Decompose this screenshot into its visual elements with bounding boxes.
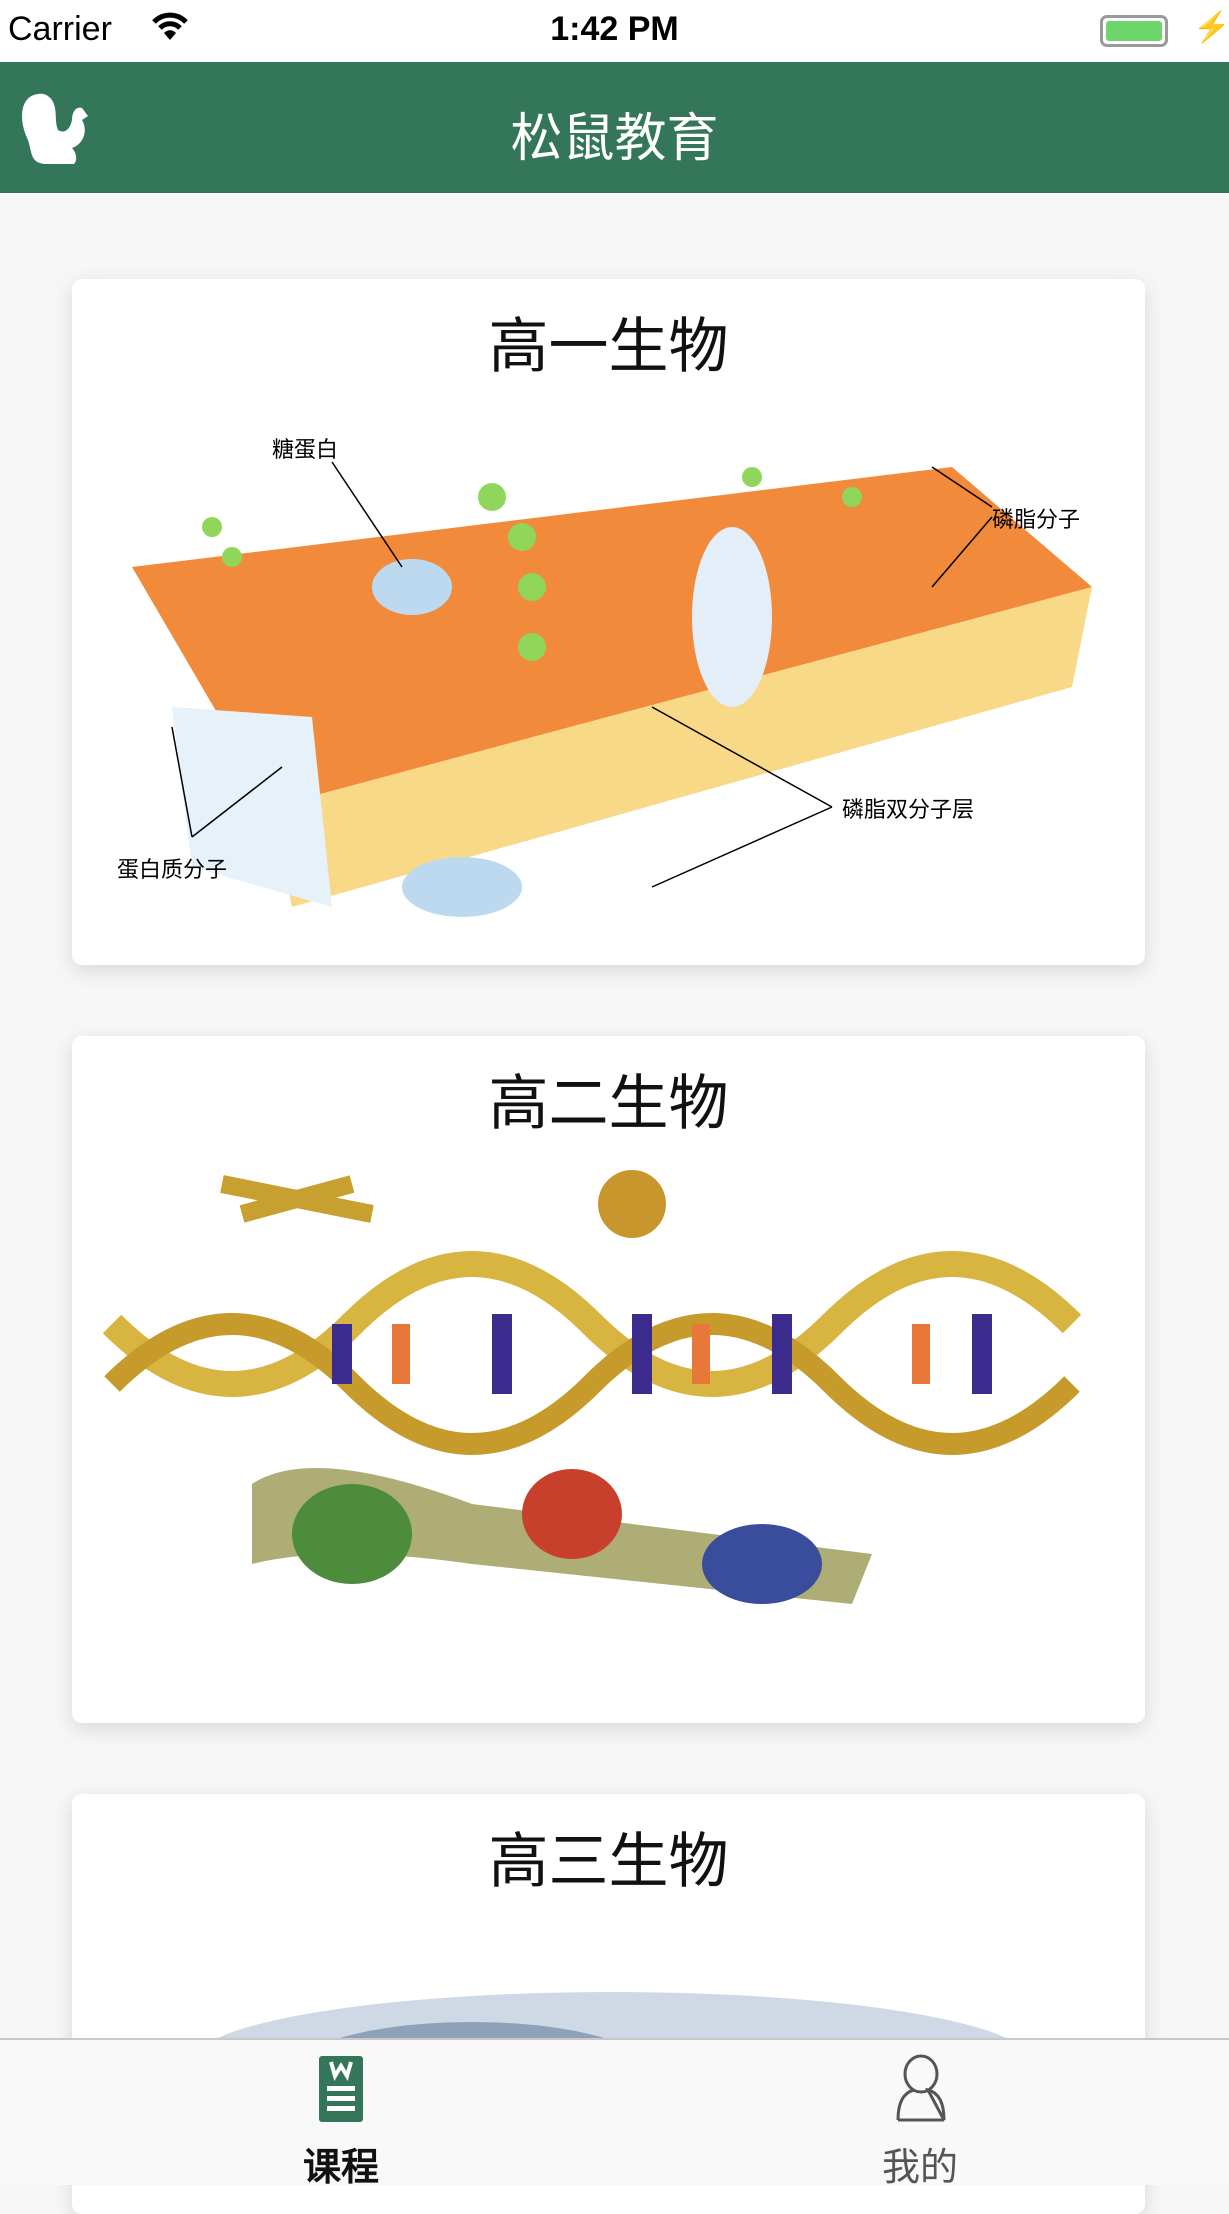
tab-me[interactable]: 我的 xyxy=(820,2040,1020,2189)
app-title: 松鼠教育 xyxy=(510,109,719,169)
tab-bar: 课程 我的 xyxy=(0,2038,1229,2189)
course-title: 高三生物 xyxy=(488,1827,729,1897)
battery-icon xyxy=(1100,15,1168,47)
tab-label: 我的 xyxy=(881,2145,958,2189)
label-glycoprotein: 糖蛋白 xyxy=(272,438,338,463)
dna-image xyxy=(102,1170,1082,1604)
tab-label: 课程 xyxy=(302,2145,379,2189)
squirrel-icon xyxy=(22,93,89,164)
label-protein: 蛋白质分子 xyxy=(117,858,227,883)
tab-courses[interactable]: 课程 xyxy=(241,2040,441,2189)
course-document-icon xyxy=(319,2056,363,2122)
wifi-icon xyxy=(152,12,188,40)
course-title: 高二生物 xyxy=(488,1069,729,1139)
label-phospholipid: 磷脂分子 xyxy=(992,508,1080,533)
clock: 1:42 PM xyxy=(550,10,679,48)
carrier-label: Carrier xyxy=(8,10,112,48)
course-title: 高一生物 xyxy=(488,312,729,382)
charging-icon: ⚡ xyxy=(1193,11,1229,44)
person-icon xyxy=(896,2054,946,2122)
cell-membrane-image: 糖蛋白 磷脂分子 磷脂双分子层 蛋白质分子 xyxy=(117,438,1092,917)
label-bilayer: 磷脂双分子层 xyxy=(842,798,974,823)
course-card-grade10[interactable]: 高一生物 糖蛋白 磷脂分子 磷脂双分子层 蛋白质分子 xyxy=(72,279,1145,965)
status-bar: Carrier 1:42 PM ⚡ xyxy=(0,0,1229,62)
course-card-grade11[interactable]: 高二生物 xyxy=(72,1036,1145,1723)
nav-bar: 松鼠教育 xyxy=(0,62,1229,193)
